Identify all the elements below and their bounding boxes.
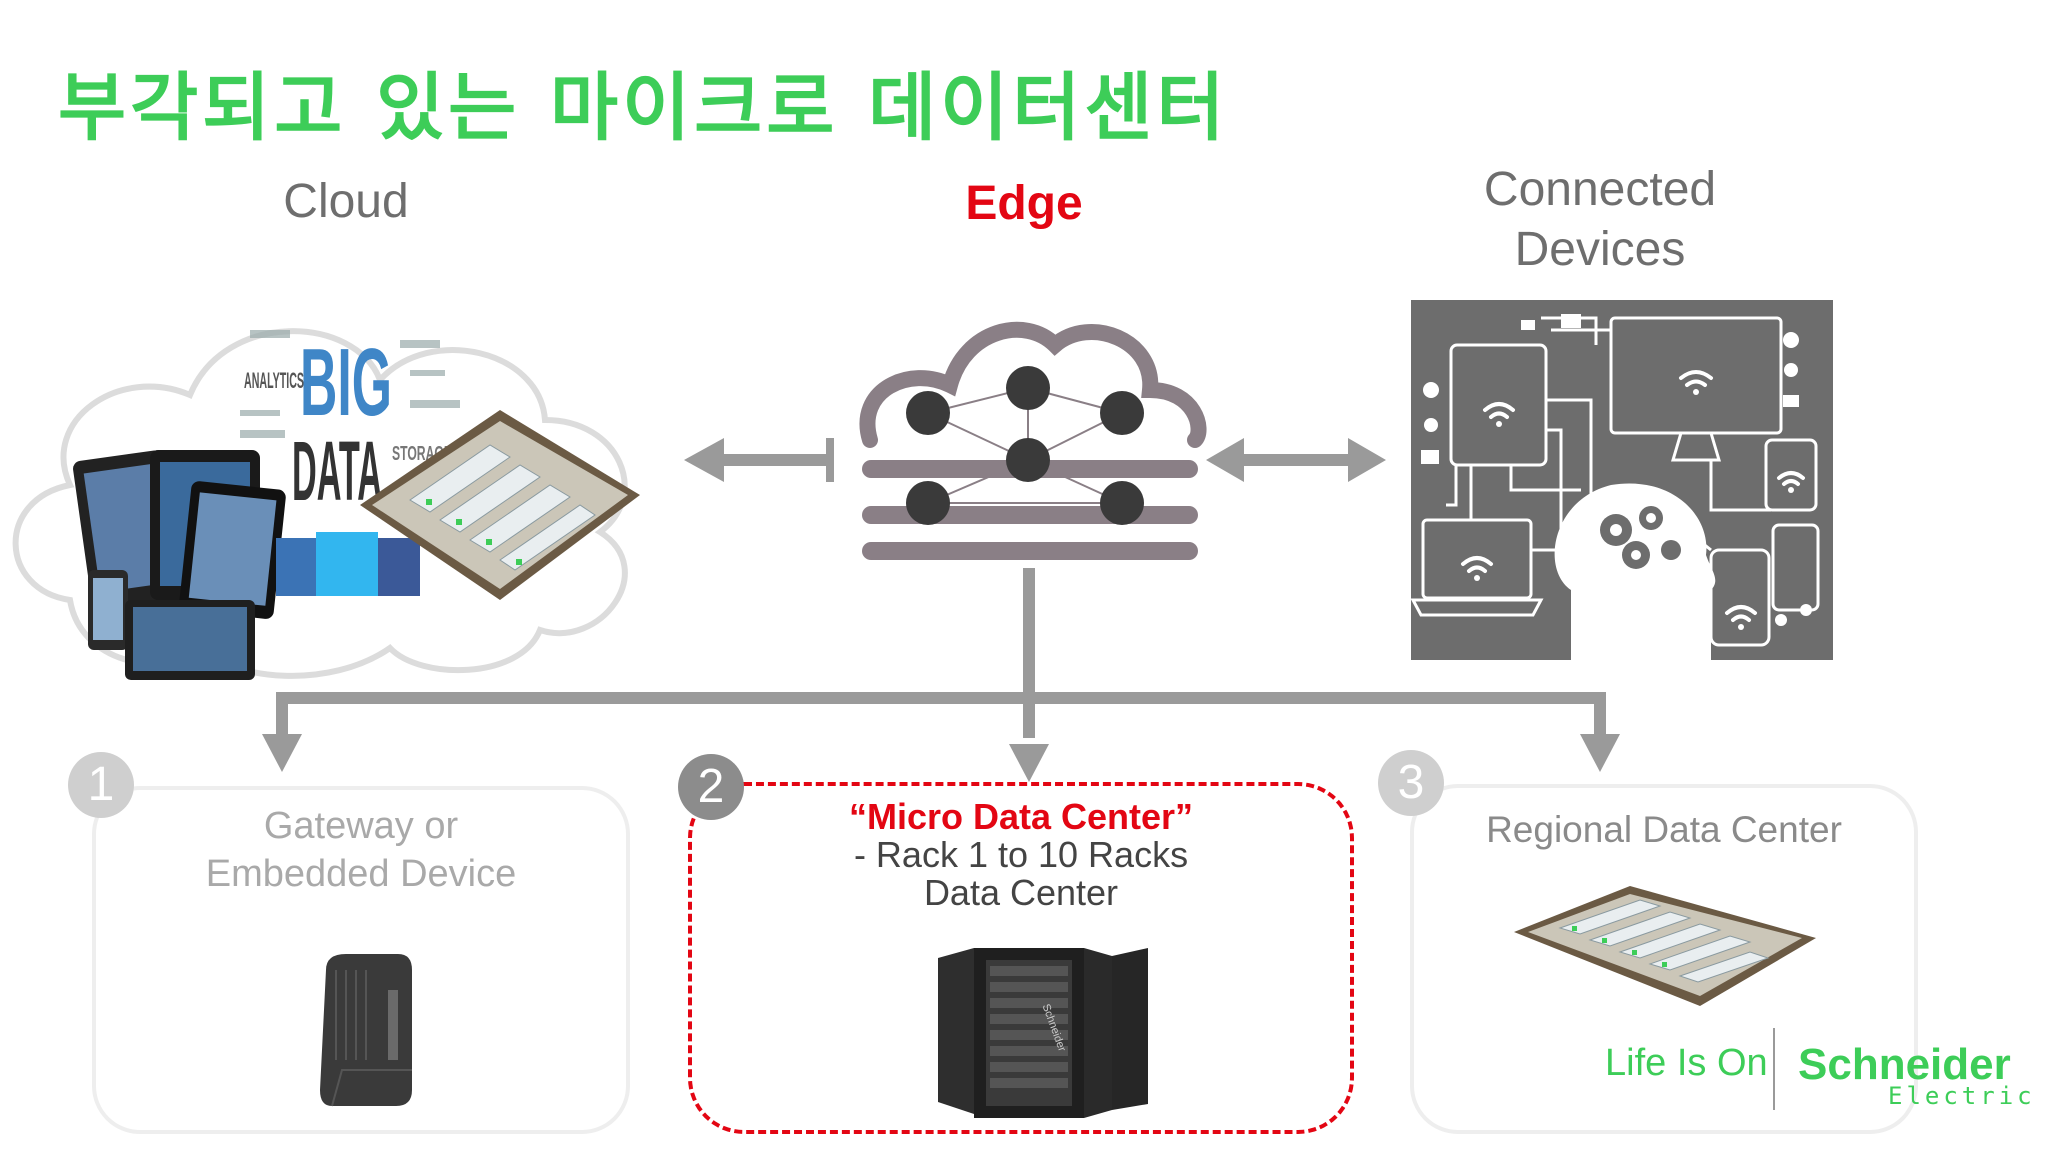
- tier-gateway-line2: Embedded Device: [205, 853, 517, 895]
- arrowhead-tier1: [262, 734, 302, 772]
- connected-devices-line2: Devices: [1514, 223, 1686, 276]
- tier-micro-title: “Micro Data Center”: [848, 796, 1194, 837]
- logo-divider: [1773, 1028, 1775, 1110]
- connected-devices-line1: Connected: [1483, 163, 1717, 216]
- cloud-big-data-illustration: BIG ANALYTICS DATA STORAGE: [12, 328, 640, 680]
- datacenter-floor-icon: [360, 410, 640, 600]
- edge-cloud-network-icon: [859, 321, 1207, 560]
- micro-rack-icon: Schneider: [938, 948, 1148, 1118]
- phone-icon: [1764, 438, 1818, 512]
- edge-label: Edge: [965, 177, 1083, 230]
- tier-gateway-card: Gateway or Embedded Device: [92, 786, 630, 1134]
- edge-cloud-arc: [859, 321, 1207, 448]
- arrow-trunk: [1023, 568, 1035, 698]
- tier-regional-text: Regional Data Center: [1414, 806, 1914, 854]
- tier-micro-line2: Data Center: [923, 872, 1119, 913]
- tier-regional-line1: Regional Data Center: [1486, 809, 1842, 850]
- schneider-logo-text: Schneider: [1798, 1040, 2011, 1089]
- connected-devices-label: Connected Devices: [1400, 160, 1800, 280]
- tier-gateway-text: Gateway or Embedded Device: [96, 802, 626, 898]
- page-title: 부각되고 있는 마이크로 데이터센터: [58, 65, 1229, 151]
- wifi-icon: [1461, 370, 1805, 622]
- connected-devices-illustration: [1411, 300, 1833, 660]
- tier-micro-data-center-card: “Micro Data Center” - Rack 1 to 10 Racks…: [688, 782, 1354, 1134]
- keypad-phone-icon: [1771, 523, 1820, 612]
- tier-micro-line1: - Rack 1 to 10 Racks: [853, 834, 1189, 875]
- small-device-icons: [1421, 314, 1812, 626]
- edge-bar: [862, 542, 1198, 560]
- head-gears-icon: [1554, 483, 1716, 660]
- arrowhead-tier3: [1580, 734, 1620, 772]
- tier-micro-text: “Micro Data Center” - Rack 1 to 10 Racks…: [692, 798, 1350, 912]
- arrow-edge-devices: [1240, 454, 1350, 466]
- regional-datacenter-icon: [1514, 886, 1816, 1006]
- tier-gateway-line1: Gateway or: [263, 805, 459, 847]
- tier-number-badge: 1: [68, 752, 134, 818]
- tier-number-badge: 3: [1378, 750, 1444, 816]
- laptop-icon: [1421, 518, 1533, 600]
- arrow-cloud-edge: [722, 454, 830, 466]
- linkedin-icon: [276, 538, 316, 596]
- tier-regional-card: Regional Data Center: [1410, 784, 1918, 1134]
- arrowhead-tier2: [1009, 744, 1049, 782]
- tier-number-badge: 2: [678, 754, 744, 820]
- word-cloud-filler: [240, 330, 460, 438]
- monitor-icon: [1609, 316, 1783, 435]
- tablet-icon: [1449, 343, 1548, 467]
- schneider-electric-subtext: Electric: [1888, 1082, 2036, 1110]
- arrow-branch-bar: [276, 692, 1606, 704]
- facebook-icon: [378, 538, 420, 596]
- word-cloud-analytics: ANALYTICS: [244, 368, 304, 393]
- edge-nodes: [906, 366, 1144, 525]
- life-is-on-logo: Life Is On: [1605, 1042, 1768, 1084]
- modem-icon: [320, 954, 412, 1107]
- word-cloud-big: BIG: [300, 329, 392, 436]
- cloud-label: Cloud: [283, 175, 409, 228]
- twitter-icon: [316, 532, 378, 596]
